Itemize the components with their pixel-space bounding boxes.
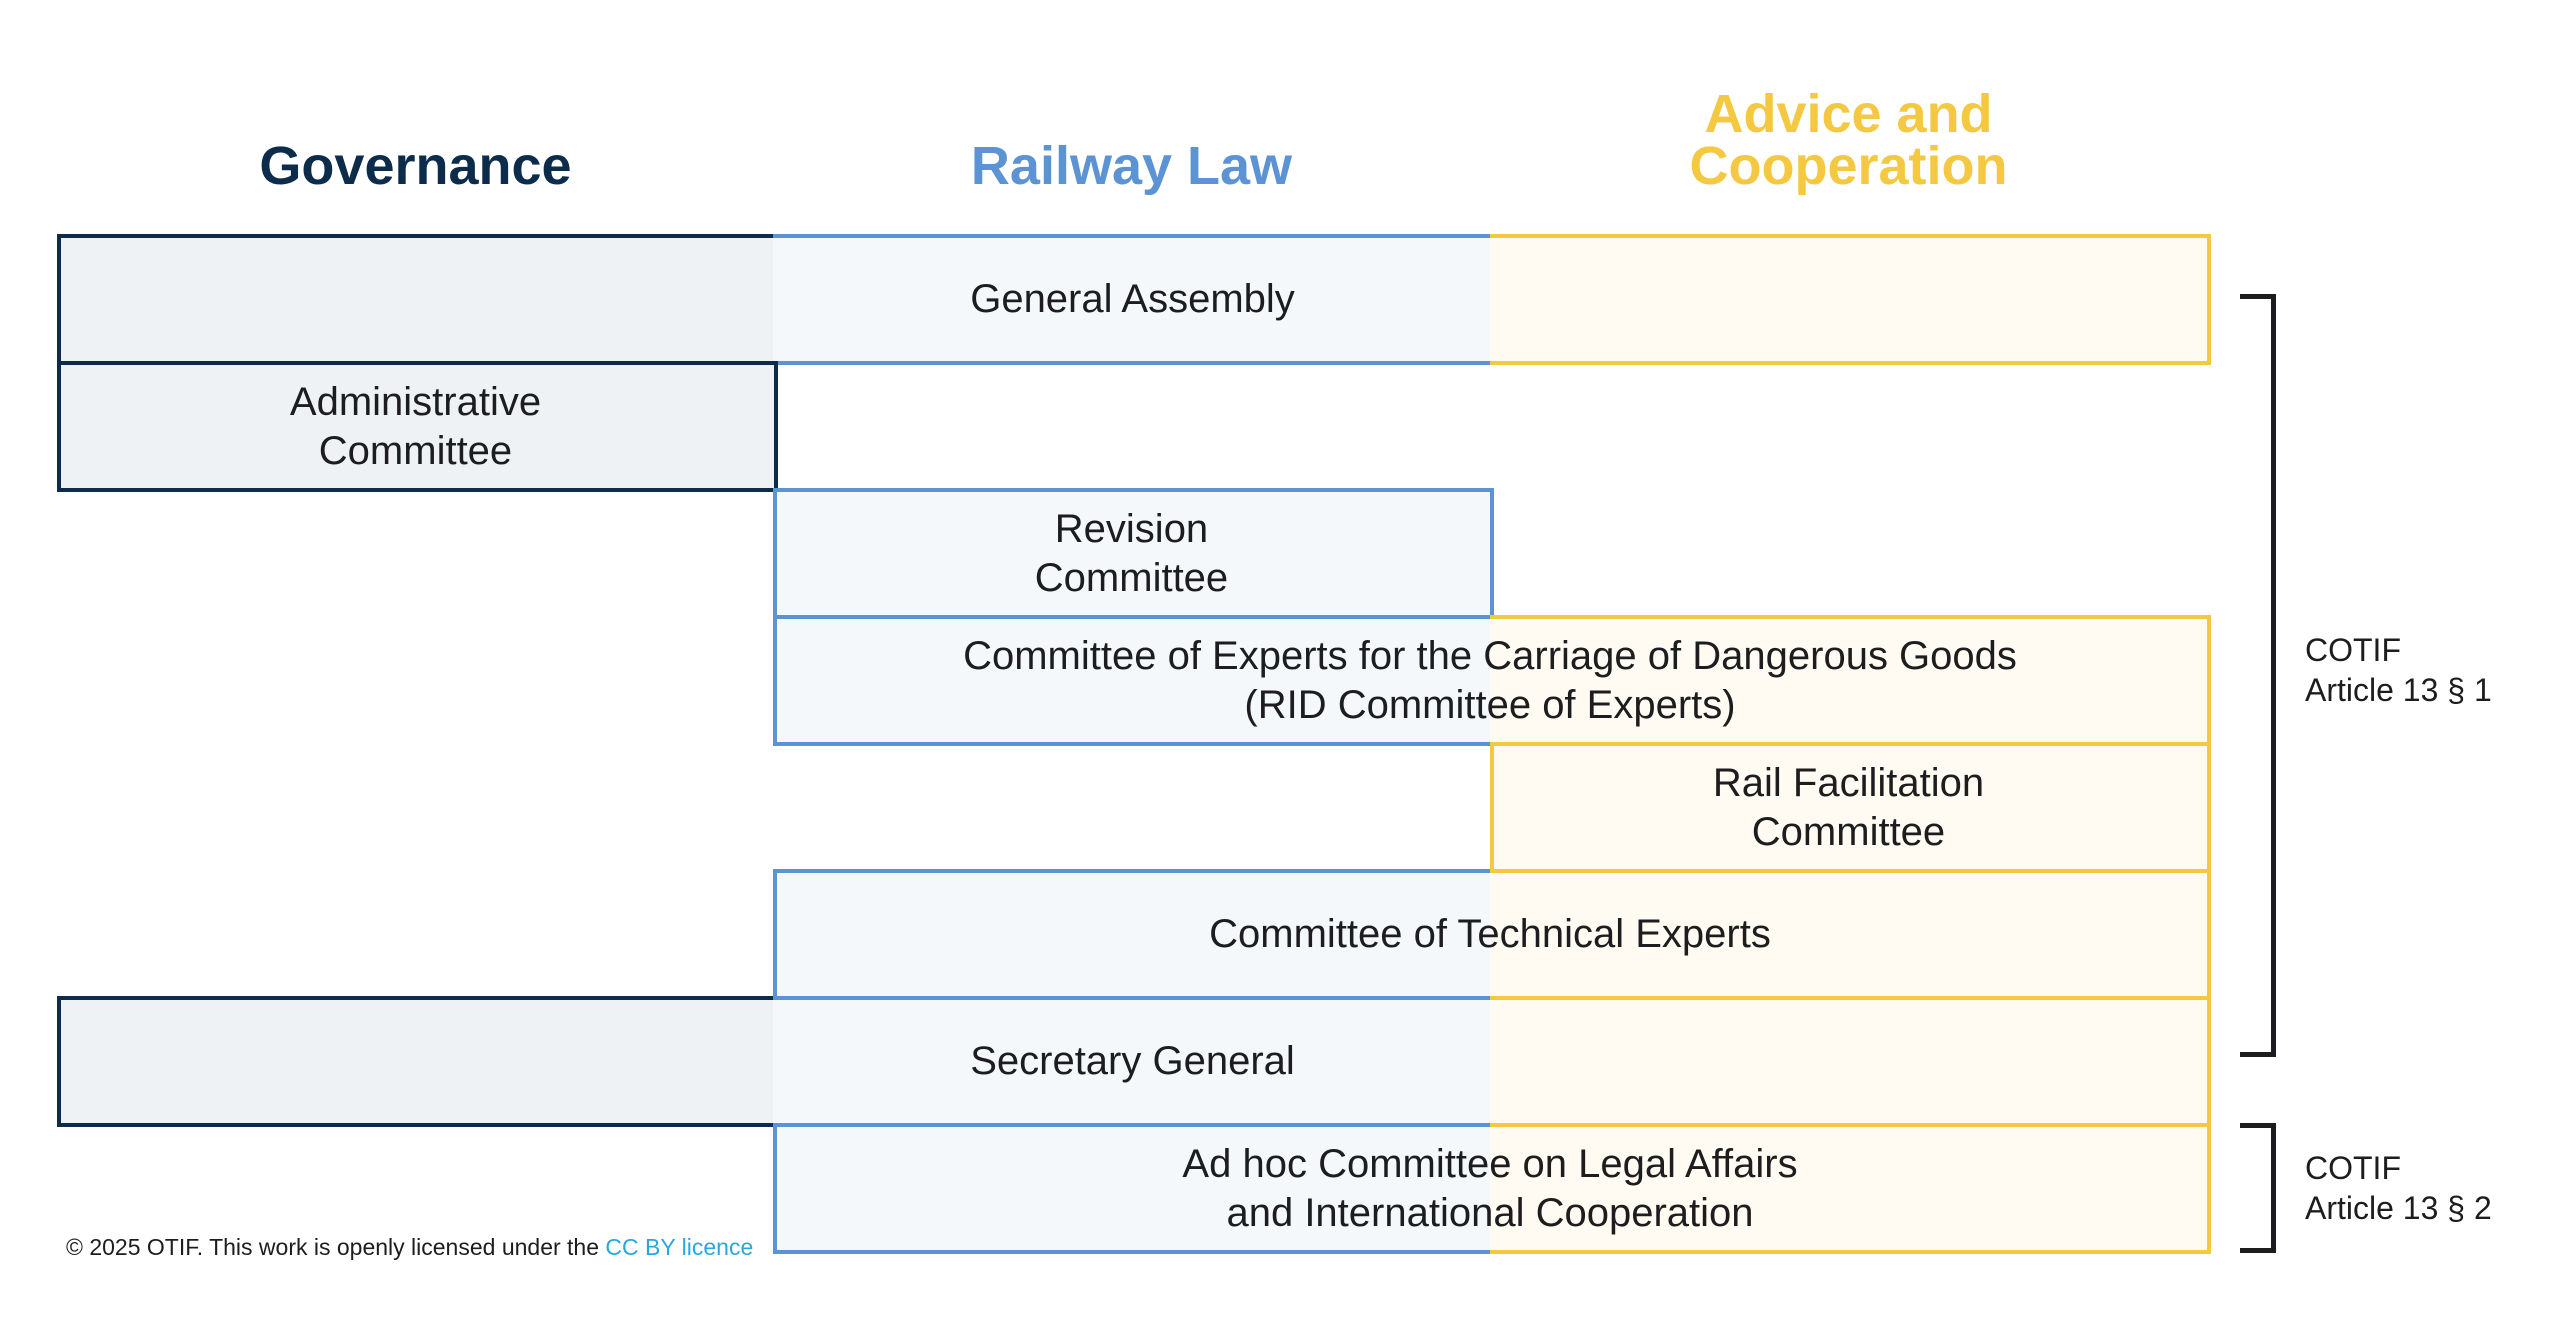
body-label: Revision Committee [1034, 506, 1229, 600]
box-segment-advice [1490, 234, 2211, 365]
body-label: Ad hoc Committee on Legal Affairs and In… [1182, 1141, 1798, 1235]
note-article-13-2: COTIF Article 13 § 2 [2305, 1150, 2492, 1226]
box-segment-advice [1490, 1123, 2211, 1254]
header-governance: Governance [259, 136, 572, 196]
box-segment-governance [57, 361, 778, 492]
bracket-article-13-1 [2240, 294, 2276, 1057]
footer-text: © 2025 OTIF. This work is openly license… [66, 1234, 606, 1260]
body-label: Committee of Technical Experts [1209, 912, 1771, 956]
body-label: Committee of Experts for the Carriage of… [963, 633, 2017, 727]
box-segment-advice [1490, 742, 2211, 873]
cc-by-licence-link[interactable]: CC BY licence [605, 1234, 754, 1260]
body-label: Secretary General [970, 1039, 1295, 1083]
header-railway-law: Railway Law [970, 136, 1293, 196]
header-advice-cooperation: Advice and Cooperation [1689, 84, 2008, 196]
box-segment-governance [57, 234, 778, 365]
body-label: General Assembly [970, 277, 1295, 321]
bracket-article-13-2 [2240, 1123, 2276, 1253]
box-segment-railway_law [773, 234, 1494, 365]
body-label: Rail Facilitation Committee [1712, 760, 1985, 854]
box-segment-railway_law [773, 488, 1494, 619]
body-label: Administrative Committee [289, 379, 542, 473]
footer-licence: © 2025 OTIF. This work is openly license… [66, 1234, 753, 1261]
box-segment-railway_law [773, 615, 1494, 746]
box-segment-railway_law [773, 1123, 1494, 1254]
box-segment-railway_law [773, 996, 1494, 1127]
note-article-13-1: COTIF Article 13 § 1 [2305, 632, 2492, 708]
box-segment-governance [57, 996, 778, 1127]
box-segment-advice [1490, 996, 2211, 1127]
